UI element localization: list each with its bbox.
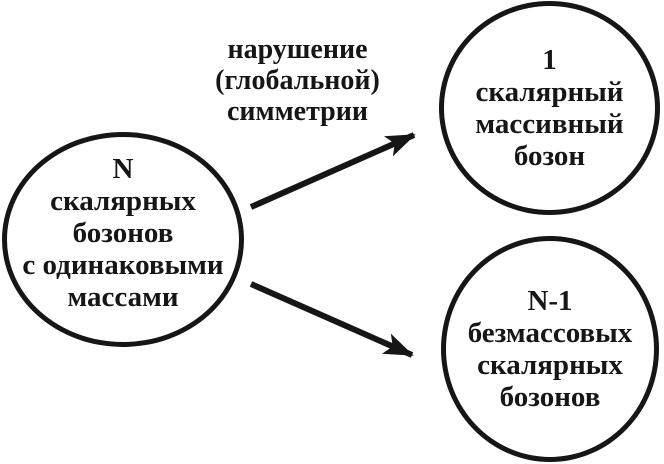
node-massive-scalar-boson: 1 скалярный массивный бозон xyxy=(439,1,660,215)
node-n-scalar-bosons-line5: массами xyxy=(67,280,179,313)
node-n-scalar-bosons-line3: бозонов xyxy=(72,216,174,249)
symmetry-breaking-label: нарушение (глобальной) симметрии xyxy=(190,34,405,127)
node-n-scalar-bosons-line2: скалярных xyxy=(50,184,196,217)
arrow-to-massive-boson xyxy=(249,132,416,210)
node-massive-scalar-boson-line1: 1 xyxy=(542,44,557,76)
node-n-scalar-bosons-text: N скалярных бозонов с одинаковыми массам… xyxy=(22,153,223,313)
node-massless-scalar-bosons-line1: N-1 xyxy=(527,285,573,317)
arrow-to-massless-bosons xyxy=(249,281,414,358)
node-massless-scalar-bosons-text: N-1 безмассовых скалярных бозонов xyxy=(468,285,633,413)
node-massive-scalar-boson-text: 1 скалярный массивный бозон xyxy=(475,44,623,172)
symmetry-breaking-label-line3: симметрии xyxy=(226,96,369,127)
node-n-scalar-bosons-line1: N xyxy=(112,152,134,185)
node-massive-scalar-boson-line3: массивный xyxy=(475,108,624,140)
node-massive-scalar-boson-line2: скалярный xyxy=(475,76,624,108)
node-massive-scalar-boson-line4: бозон xyxy=(513,140,586,172)
node-n-scalar-bosons: N скалярных бозонов с одинаковыми массам… xyxy=(2,132,244,347)
node-massless-scalar-bosons-line4: бозонов xyxy=(499,381,601,413)
node-massless-scalar-bosons-line2: безмассовых xyxy=(467,317,633,349)
node-massless-scalar-bosons-line3: скалярных xyxy=(477,349,623,381)
symmetry-breaking-label-line1: нарушение xyxy=(227,34,368,65)
symmetry-breaking-label-line2: (глобальной) xyxy=(215,65,380,96)
node-n-scalar-bosons-line4: с одинаковыми xyxy=(22,248,224,281)
node-massless-scalar-bosons: N-1 безмассовых скалярных бозонов xyxy=(441,236,659,462)
